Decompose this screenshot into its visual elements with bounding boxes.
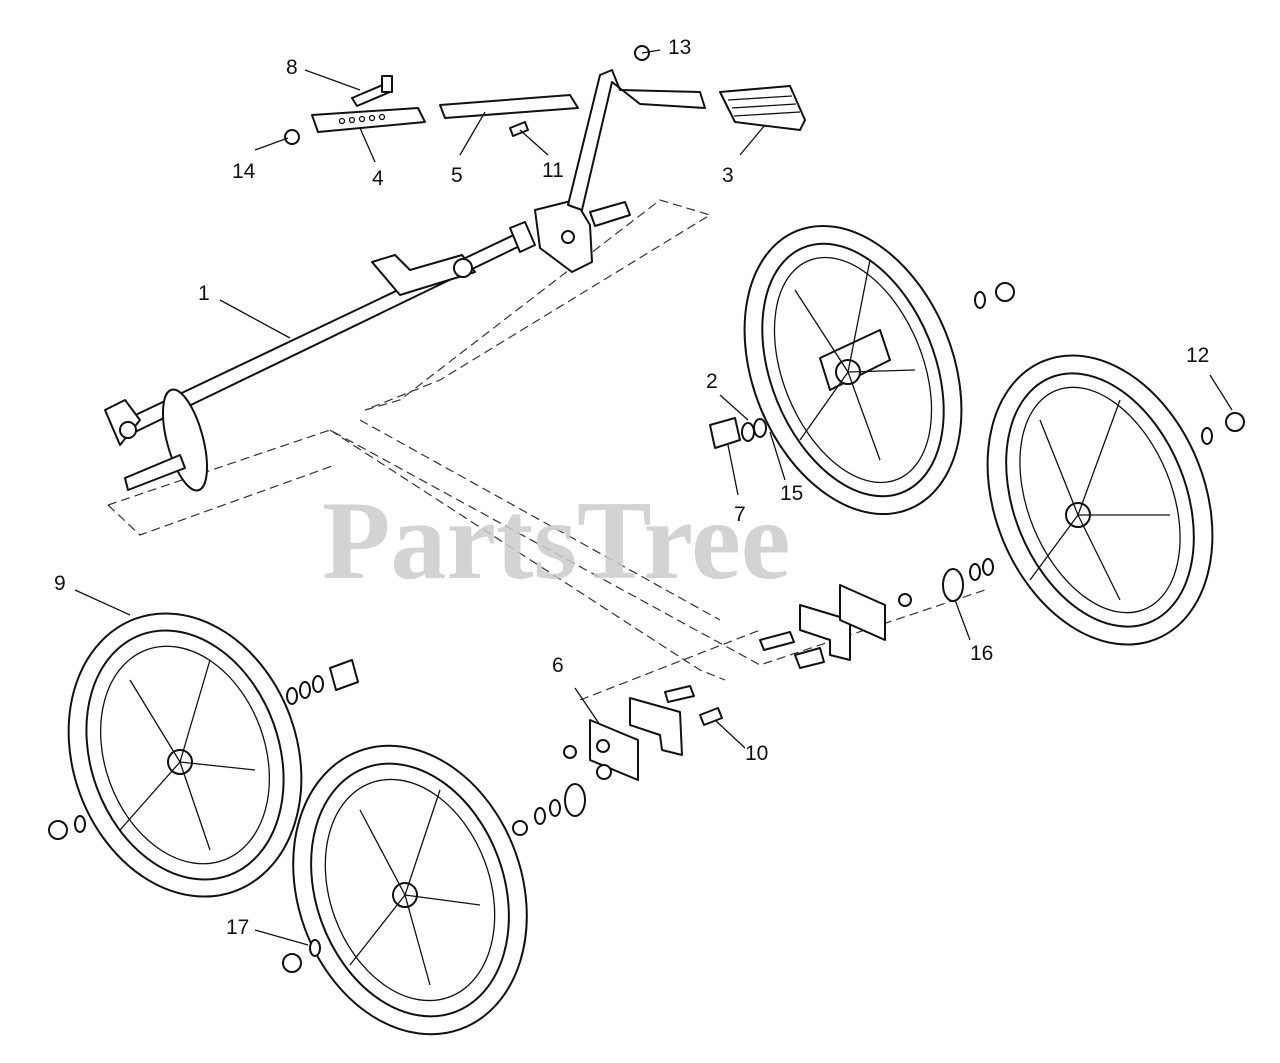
callout-7[interactable]: 7 — [734, 503, 746, 526]
callout-6[interactable]: 6 — [552, 654, 564, 677]
part-3-grip[interactable] — [719, 85, 806, 131]
callout-14[interactable]: 14 — [232, 160, 256, 183]
part-2-washer[interactable] — [741, 418, 767, 442]
front-wheel-left[interactable] — [30, 580, 340, 929]
rear-wheel-lower[interactable] — [946, 322, 1253, 679]
callout-8[interactable]: 8 — [286, 56, 298, 79]
callout-5[interactable]: 5 — [451, 164, 463, 187]
part-11-screw[interactable] — [509, 121, 529, 137]
part-10-bolt[interactable] — [699, 707, 723, 726]
callout-12[interactable]: 12 — [1186, 344, 1209, 367]
watermark: PartsTree — [322, 479, 791, 603]
part-5-rod[interactable] — [439, 94, 579, 119]
callout-10[interactable]: 10 — [745, 742, 768, 765]
callout-9[interactable]: 9 — [54, 572, 66, 595]
callout-leaders — [74, 49, 1233, 946]
part-16-washer[interactable] — [942, 558, 994, 602]
callout-13[interactable]: 13 — [668, 36, 691, 59]
rear-bracket[interactable] — [759, 584, 912, 669]
callout-1[interactable]: 1 — [198, 282, 210, 305]
part-17-washer[interactable] — [282, 939, 321, 973]
callout-2[interactable]: 2 — [706, 370, 718, 393]
rear-wheel-upper[interactable] — [704, 193, 1002, 546]
height-adjust-lever[interactable] — [534, 69, 706, 273]
callout-labels: 8 13 14 4 5 11 3 1 2 15 7 12 16 9 6 10 1… — [54, 36, 1209, 939]
callout-16[interactable]: 16 — [970, 642, 993, 665]
part-7-spacer[interactable] — [709, 417, 741, 449]
callout-17[interactable]: 17 — [226, 916, 249, 939]
rear-upper-nut[interactable] — [974, 282, 1015, 309]
callout-11[interactable]: 11 — [542, 159, 564, 182]
part-14-nut[interactable] — [284, 129, 300, 145]
callout-3[interactable]: 3 — [722, 164, 734, 187]
part-8-bolt[interactable] — [351, 75, 393, 107]
part-4-adjust-plate[interactable] — [311, 107, 426, 133]
part-1-axle[interactable] — [104, 221, 536, 495]
front-left-nut[interactable] — [48, 815, 86, 840]
front-wheel-right[interactable] — [254, 713, 566, 1063]
callout-15[interactable]: 15 — [780, 482, 803, 505]
front-hub-hardware[interactable] — [512, 745, 612, 836]
callout-4[interactable]: 4 — [372, 167, 384, 190]
part-12-nut[interactable] — [1225, 412, 1245, 432]
front-spacer[interactable] — [286, 659, 359, 705]
rear-lower-washer[interactable] — [1201, 427, 1213, 445]
